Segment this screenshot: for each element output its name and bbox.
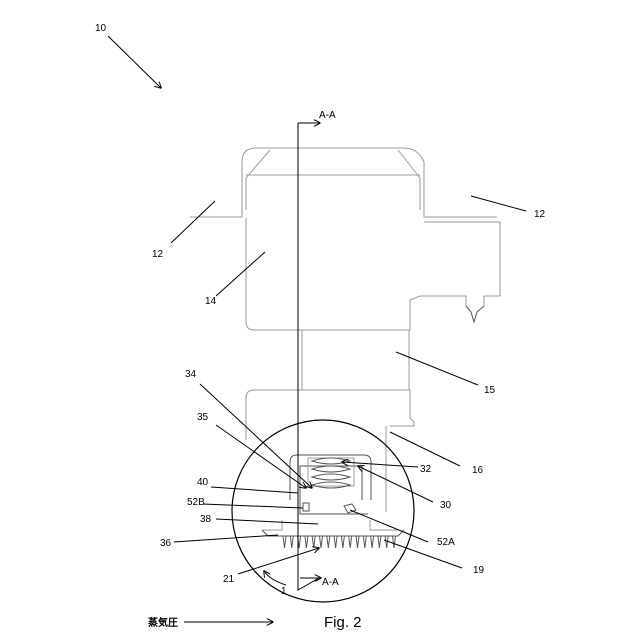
label-34: 34 (185, 369, 197, 380)
label-35: 35 (197, 412, 209, 423)
figure-caption: Fig. 2 (324, 614, 362, 631)
label-30: 30 (440, 500, 452, 511)
detail-circle (232, 420, 414, 602)
diffuser-tooth (393, 536, 396, 548)
label-40: 40 (197, 477, 209, 488)
diffuser-tooth (385, 536, 388, 548)
label-14: 14 (205, 296, 217, 307)
label-16: 16 (472, 465, 484, 476)
label-52A: 52A (437, 537, 455, 548)
diffuser-tooth (290, 536, 293, 548)
label-15: 15 (484, 385, 496, 396)
section-label-top: A-A (319, 110, 336, 121)
diffuser-tooth (371, 536, 374, 548)
pressure-label: 蒸気圧 (148, 616, 178, 629)
neck (298, 330, 409, 390)
label-12-left: 12 (152, 249, 164, 260)
diffuser-tooth (327, 536, 330, 548)
diffuser-tooth (378, 536, 381, 548)
label-19: 19 (473, 565, 485, 576)
diffuser-tooth (283, 536, 286, 548)
lower-body (246, 390, 414, 512)
diffuser-tooth (305, 536, 308, 548)
leader-lines (108, 36, 526, 622)
diffuser-tooth (356, 536, 359, 548)
diffuser-tooth (334, 536, 337, 548)
section-label-bottom: A-A (322, 577, 339, 588)
label-38: 38 (200, 514, 212, 525)
label-12-right: 12 (534, 209, 546, 220)
label-21: 21 (223, 574, 235, 585)
upper-housing (190, 148, 500, 330)
diffuser-teeth (283, 536, 396, 548)
label-36: 36 (160, 538, 172, 549)
diffuser-tooth (312, 536, 315, 548)
diffuser-tooth (349, 536, 352, 548)
label-32: 32 (420, 464, 432, 475)
label-detail-1: 1 (281, 586, 287, 597)
diffuser-tooth (341, 536, 344, 548)
section-line (298, 123, 321, 590)
label-10: 10 (95, 23, 107, 34)
label-52B: 52B (187, 497, 205, 508)
diffuser-tooth (363, 536, 366, 548)
diffuser-tooth (320, 536, 323, 548)
